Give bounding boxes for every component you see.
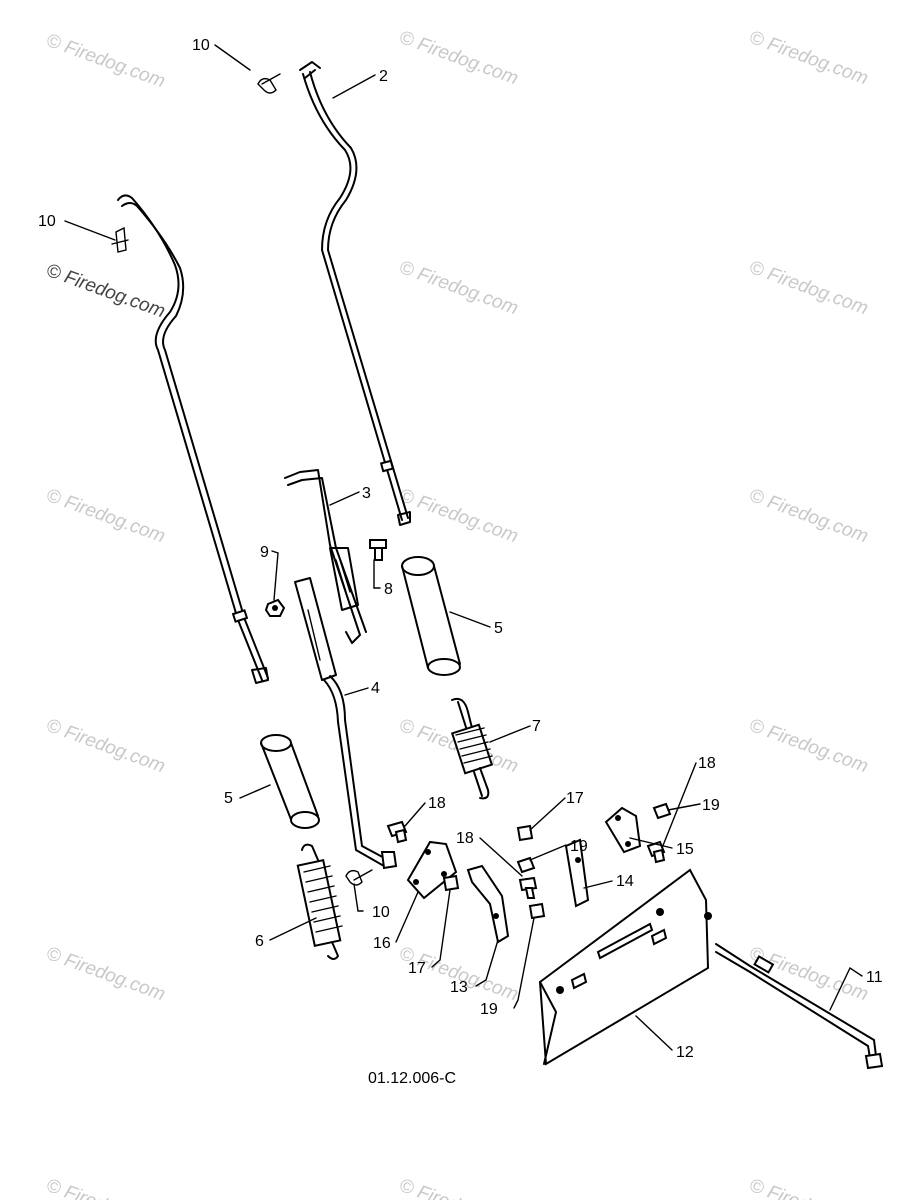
- part-10-clip-top: [257, 73, 281, 94]
- part-5-grip-upper: [401, 556, 461, 676]
- part-6-spring: [296, 843, 343, 960]
- part-10-clip-lower: [345, 869, 373, 886]
- callout-17: 17: [566, 790, 584, 807]
- leader-lines: [64, 44, 863, 1051]
- callout-6: 6: [255, 933, 264, 950]
- watermark: © Firedog.com: [396, 1175, 521, 1200]
- part-15-plate: [604, 806, 642, 854]
- callout-18: 18: [698, 755, 716, 772]
- callout-16: 16: [373, 935, 391, 952]
- watermark: © Firedog.com: [43, 260, 168, 322]
- callout-10: 10: [192, 37, 210, 54]
- watermark: © Firedog.com: [396, 27, 521, 89]
- part-19-nut-top: [516, 856, 536, 874]
- part-14-bracket: [564, 838, 590, 908]
- part-4-lever-rod: [294, 577, 398, 870]
- callout-18: 18: [428, 795, 446, 812]
- part-8-bolt: [369, 539, 387, 561]
- callout-9: 9: [260, 544, 269, 561]
- part-13-bracket: [466, 864, 510, 944]
- part-16-plate: [406, 840, 458, 900]
- left-lift-rod: [117, 194, 269, 684]
- part-12-mounting-plate: [538, 868, 712, 1066]
- callout-13: 13: [450, 979, 468, 996]
- watermark: © Firedog.com: [396, 485, 521, 547]
- callout-15: 15: [676, 841, 694, 858]
- watermark: © Firedog.com: [746, 485, 871, 547]
- callout-17: 17: [408, 960, 426, 977]
- part-9-nut: [264, 598, 286, 617]
- watermark: © Firedog.com: [746, 257, 871, 319]
- watermarks: © Firedog.com © Firedog.com © Firedog.co…: [43, 27, 871, 1200]
- callout-5: 5: [224, 790, 233, 807]
- watermark: © Firedog.com: [43, 715, 168, 777]
- part-11-rod: [715, 943, 884, 1070]
- callout-19: 19: [702, 797, 720, 814]
- watermark: © Firedog.com: [43, 30, 168, 92]
- callouts: 10 2 10 3 9 8 5 4 7 5 18 17 18 19 18 19 …: [38, 37, 883, 1061]
- callout-8: 8: [384, 581, 393, 598]
- callout-3: 3: [362, 485, 371, 502]
- part-5-grip-lower: [260, 734, 320, 829]
- callout-12: 12: [676, 1044, 694, 1061]
- part-19-nut-bottom: [528, 902, 546, 920]
- part-7-spring: [450, 697, 494, 800]
- callout-10: 10: [372, 904, 390, 921]
- part-2-lift-rod: [299, 61, 411, 526]
- callout-11: 11: [866, 969, 883, 986]
- watermark: © Firedog.com: [43, 943, 168, 1005]
- part-17-stud-bottom: [442, 874, 460, 892]
- watermark: © Firedog.com: [43, 485, 168, 547]
- callout-19: 19: [570, 838, 588, 855]
- callout-5: 5: [494, 620, 503, 637]
- part-10-clip-left: [111, 226, 129, 253]
- callout-10: 10: [38, 213, 56, 230]
- callout-18: 18: [456, 830, 474, 847]
- watermark: © Firedog.com: [746, 1175, 871, 1200]
- part-18-bolt-left: [386, 820, 408, 844]
- watermark: © Firedog.com: [746, 715, 871, 777]
- part-18-bolt-middle: [518, 876, 538, 899]
- watermark: © Firedog.com: [396, 257, 521, 319]
- watermark: © Firedog.com: [43, 1175, 168, 1200]
- callout-4: 4: [371, 680, 380, 697]
- part-19-nut-right: [652, 802, 672, 820]
- callout-19: 19: [480, 1001, 498, 1018]
- part-17-stud-top: [516, 824, 534, 842]
- diagram-code: 01.12.006-C: [368, 1070, 456, 1087]
- callout-14: 14: [616, 873, 634, 890]
- part-3-linkage-rod: [284, 469, 367, 644]
- watermark: © Firedog.com: [746, 27, 871, 89]
- callout-7: 7: [532, 718, 541, 735]
- callout-2: 2: [379, 68, 388, 85]
